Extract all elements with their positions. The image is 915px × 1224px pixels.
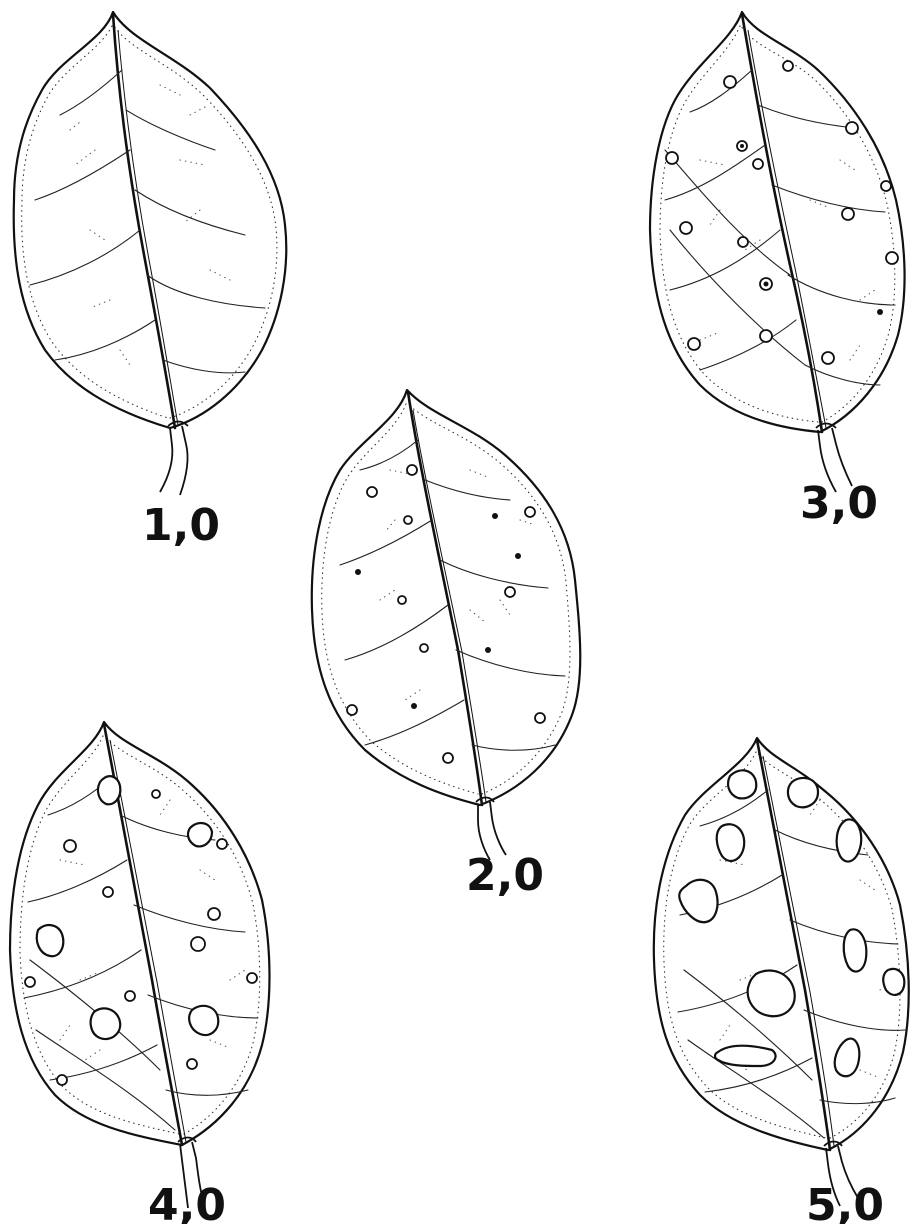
lesion-dot [485, 647, 491, 653]
lesion-dot [740, 144, 744, 148]
score-label: 1,0 [142, 500, 220, 551]
lesion-hole [728, 770, 756, 798]
lesion-hole [835, 1039, 860, 1077]
lesion-dot [411, 703, 417, 709]
lesion-spot [846, 122, 858, 134]
lesion-spot [822, 352, 834, 364]
leaf-score-1: 1,0 [14, 12, 287, 551]
lesion-spot [57, 1075, 67, 1085]
lesion-hole [837, 819, 862, 861]
lesion-spot [125, 991, 135, 1001]
lesion-spot [535, 713, 545, 723]
lesion-spot [680, 222, 692, 234]
lesion-hole [679, 880, 717, 922]
lesion-spot [724, 76, 736, 88]
lesion-hole [788, 778, 818, 807]
lesion-spot [191, 937, 205, 951]
lesion-dot [355, 569, 361, 575]
lesion-spot [881, 181, 891, 191]
score-label: 4,0 [148, 1180, 226, 1224]
leaf-score-2: 2,0 [312, 390, 580, 901]
lesion-hole [717, 824, 744, 861]
lesion-spot [208, 908, 220, 920]
score-label: 2,0 [466, 850, 544, 901]
lesion-dot [515, 553, 521, 559]
lesion-dot [492, 513, 498, 519]
lesion-spot [505, 587, 515, 597]
lesion-hole [715, 1046, 776, 1066]
lesion-hole [91, 1008, 121, 1039]
leaf-outline [654, 738, 909, 1150]
lesion-spot [398, 596, 406, 604]
lesion-dot [764, 282, 769, 287]
lesion-spot [152, 790, 160, 798]
score-label: 3,0 [800, 478, 878, 529]
lesion-dot [877, 309, 883, 315]
lesion-spot [783, 61, 793, 71]
lesion-hole [844, 929, 867, 971]
lesion-hole [189, 1006, 218, 1035]
lesion-spot [217, 839, 227, 849]
lesion-spot [753, 159, 763, 169]
lesion-spot [347, 705, 357, 715]
lesion-spot [187, 1059, 197, 1069]
lesion-spot [842, 208, 854, 220]
leaf-score-5: 5,0 [654, 738, 909, 1224]
lesion-spot [666, 152, 678, 164]
leaf-outline [14, 12, 287, 428]
lesion-spot [103, 887, 113, 897]
lesion-spot [64, 840, 76, 852]
lesion-hole [188, 823, 212, 846]
lesion-spot [404, 516, 412, 524]
lesion-spot [525, 507, 535, 517]
leaf-score-4: 4,0 [10, 722, 270, 1224]
lesion-spot [367, 487, 377, 497]
lesion-hole [883, 969, 904, 995]
leaf-score-3: 3,0 [650, 12, 905, 529]
lesion-spot [407, 465, 417, 475]
lesion-spot [886, 252, 898, 264]
lesion-spot [25, 977, 35, 987]
lesion-spot [688, 338, 700, 350]
lesion-hole [37, 925, 64, 956]
midrib [742, 14, 822, 432]
score-label: 5,0 [806, 1180, 884, 1224]
lesion-spot [443, 753, 453, 763]
lesion-spot [760, 330, 772, 342]
lesion-spot [738, 237, 748, 247]
lesion-hole [98, 776, 120, 804]
lesion-spot [420, 644, 428, 652]
midrib [408, 392, 482, 805]
lesion-hole [748, 971, 795, 1017]
lesion-spot [247, 973, 257, 983]
